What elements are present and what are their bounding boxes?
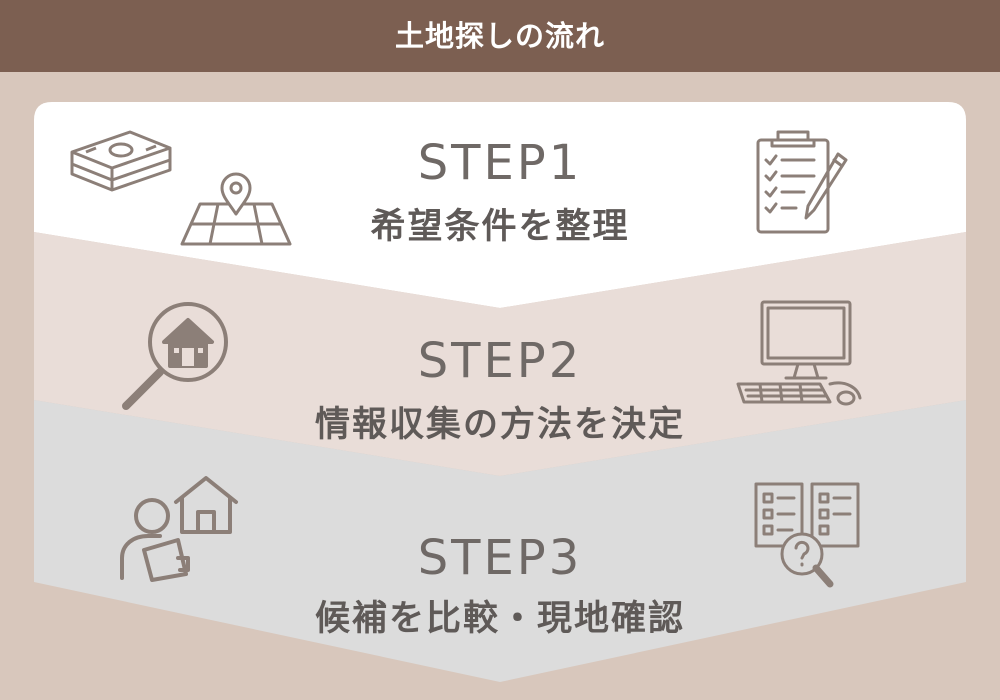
step1-text: 希望条件を整理	[370, 207, 630, 247]
step2-panel	[34, 232, 966, 476]
page-title: 土地探しの流れ	[394, 19, 605, 53]
map-pin-icon	[178, 170, 294, 246]
money-stack-icon	[66, 122, 176, 192]
step2-number: STEP2	[417, 333, 583, 389]
step3-panel	[34, 400, 966, 682]
person-house-icon	[116, 474, 242, 582]
house-search-icon	[118, 296, 238, 416]
step3-text: 候補を比較・現地確認	[314, 599, 685, 639]
step1-number: STEP1	[417, 135, 583, 191]
step3-number: STEP3	[417, 530, 583, 586]
header-banner	[0, 0, 1000, 72]
step2-text: 情報収集の方法を決定	[314, 405, 685, 445]
clipboard-pencil-icon	[752, 128, 852, 238]
step1-panel	[34, 102, 966, 308]
computer-icon	[734, 298, 864, 410]
checklist-search-icon	[752, 480, 868, 592]
